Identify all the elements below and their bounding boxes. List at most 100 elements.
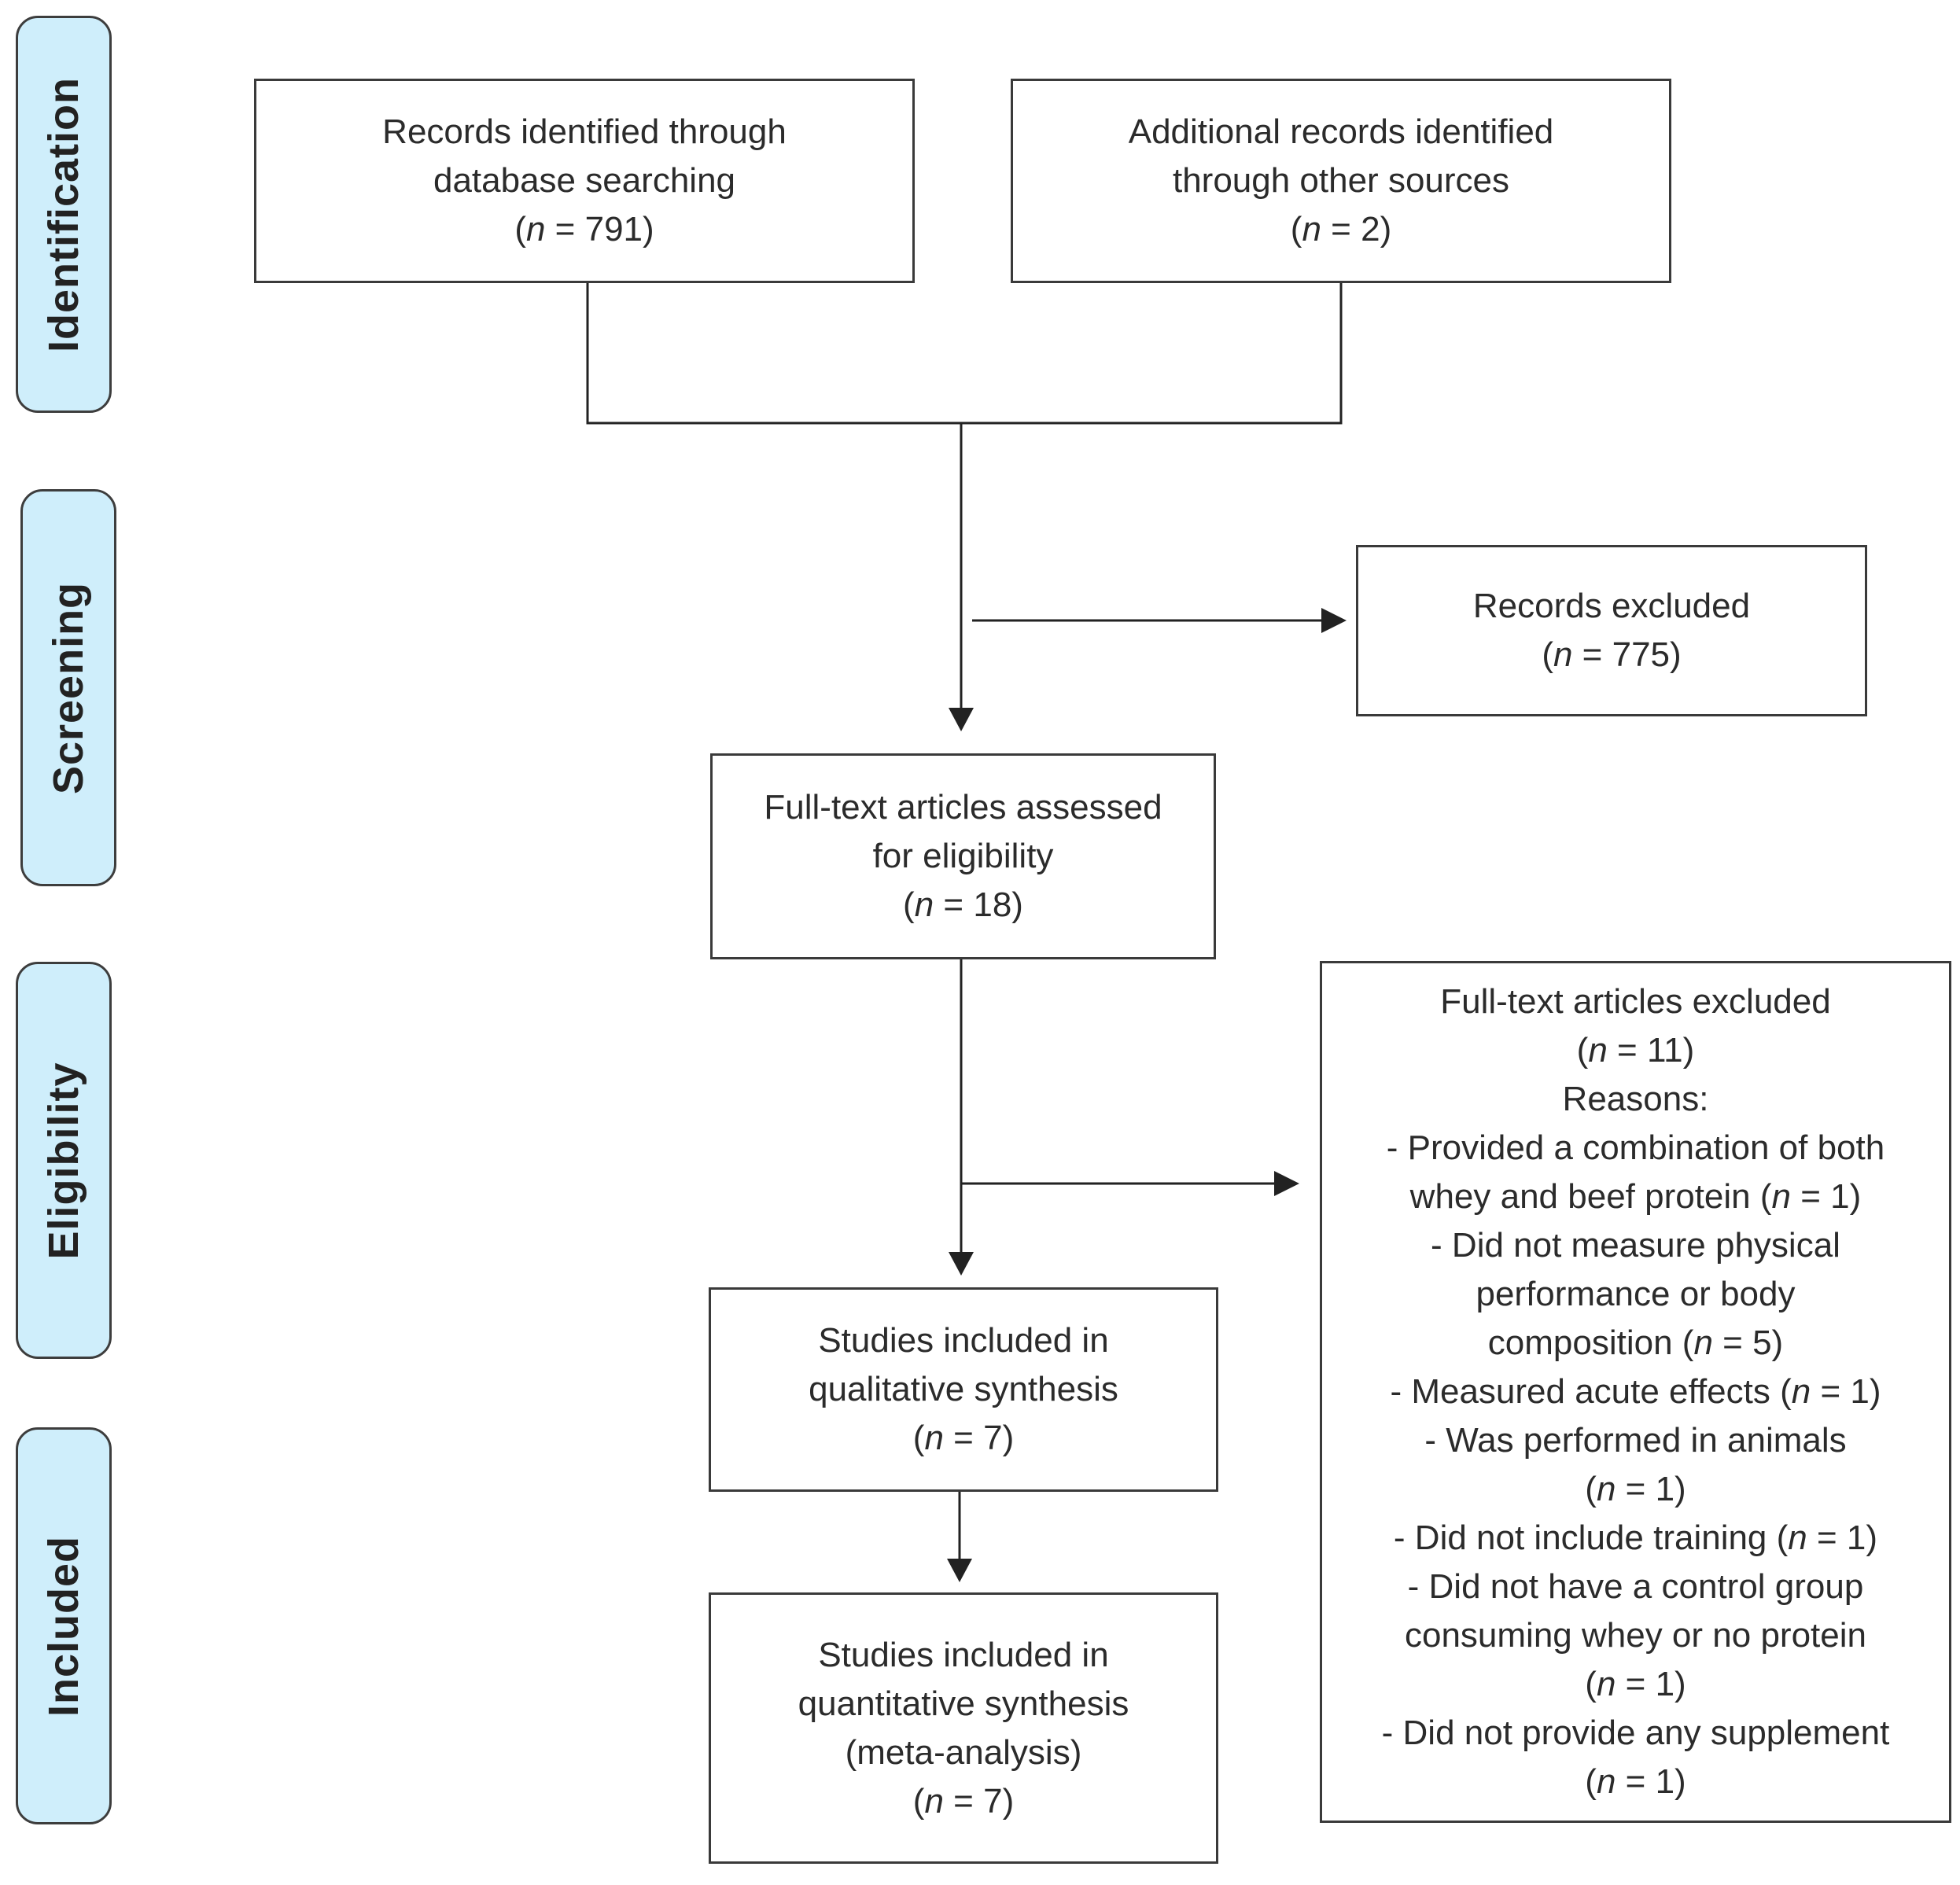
merge-connector [586,282,1343,425]
exclusion-text: composition ( [1487,1324,1694,1362]
exclusion-line: (n = 11) [1382,1026,1890,1075]
n-symbol: n [924,1781,944,1821]
phase-label-screening: Screening [45,581,92,794]
box-line: Additional records identified [1128,112,1554,151]
count-value: 18 [973,885,1012,924]
exclusion-line: (n = 1) [1382,1660,1890,1709]
n-symbol: n [1596,1470,1616,1508]
n-symbol: n [1596,1762,1616,1801]
exclusion-text: ( [1585,1665,1597,1703]
n-symbol: n [525,210,546,249]
n-symbol: n [1693,1324,1713,1362]
exclusion-line: Reasons: [1382,1075,1890,1124]
exclusion-text: Reasons: [1562,1080,1709,1118]
box-count: (n = 775) [1542,635,1682,674]
exclusion-text: consuming whey or no protein [1404,1616,1866,1655]
exclusion-line: whey and beef protein (n = 1) [1382,1173,1890,1221]
phase-included: Included [16,1427,112,1824]
exclusion-text: - Measured acute effects ( [1390,1372,1792,1411]
arrowhead-qualitative [949,1252,974,1276]
exclusion-text: - Did not measure physical [1431,1226,1840,1265]
box-line: (meta-analysis) [845,1732,1082,1772]
box-line: Records excluded [1472,587,1751,625]
exclusion-line: - Did not measure physical [1382,1221,1890,1270]
exclusion-text: ( [1576,1031,1589,1070]
exclusion-line: - Did not provide any supplement [1382,1709,1890,1758]
exclusion-count: = 1) [1791,1177,1862,1216]
exclusion-text: whey and beef protein ( [1409,1177,1772,1216]
phase-label-included: Included [40,1535,87,1717]
exclusion-text: ( [1585,1470,1597,1508]
box-line: Full-text articles assessed [764,788,1162,827]
box-quantitative-synthesis: Studies included in quantitative synthes… [709,1592,1218,1864]
arrowhead-quantitative [947,1559,972,1582]
n-symbol: n [924,1419,944,1457]
count-value: 775 [1612,635,1671,674]
exclusion-text: performance or body [1476,1275,1796,1313]
exclusion-count: = 1) [1616,1762,1686,1801]
box-count: (n = 7) [912,1419,1015,1457]
exclusion-count: = 1) [1807,1519,1878,1557]
exclusion-line: performance or body [1382,1270,1890,1319]
box-other-sources: Additional records identified through ot… [1011,79,1671,283]
exclusion-line: - Measured acute effects (n = 1) [1382,1368,1890,1416]
exclusion-count: = 5) [1712,1324,1784,1362]
box-qualitative-synthesis: Studies included in qualitative synthesi… [709,1287,1218,1492]
count-value: 791 [584,210,643,249]
exclusion-text: - Did not provide any supplement [1381,1714,1890,1752]
box-line: quantitative synthesis [798,1684,1129,1723]
exclusion-text: - Provided a combination of both [1386,1128,1885,1167]
exclusion-count: = 1) [1616,1470,1686,1508]
box-line: through other sources [1172,161,1510,200]
exclusion-text: - Did not have a control group [1407,1567,1864,1606]
phase-screening: Screening [20,489,116,886]
count-value: 7 [983,1419,1003,1457]
exclusion-line: composition (n = 5) [1382,1319,1890,1368]
exclusion-text: - Was performed in animals [1424,1421,1847,1460]
exclusion-text: Full-text articles excluded [1440,982,1831,1021]
n-symbol: n [1771,1177,1792,1216]
box-fulltext-excluded: Full-text articles excluded(n = 11)Reaso… [1320,961,1951,1823]
phase-eligibility: Eligibility [16,962,112,1359]
arrowhead-fulltext-assessed [949,708,974,731]
box-count: (n = 7) [912,1781,1015,1821]
box-line: Studies included in [818,1635,1109,1674]
box-count: (n = 2) [1290,210,1392,249]
phase-label-eligibility: Eligibility [40,1061,87,1260]
box-records-excluded: Records excluded (n = 775) [1356,545,1867,716]
box-line: qualitative synthesis [809,1370,1118,1408]
n-symbol: n [1302,210,1321,249]
n-symbol: n [1791,1372,1811,1411]
box-database-records: Records identified through database sear… [254,79,915,283]
n-symbol: n [914,885,934,924]
n-symbol: n [1553,635,1573,674]
arrowhead-records-excluded [1321,608,1347,633]
exclusion-line: (n = 1) [1382,1465,1890,1514]
arrowhead-fulltext-excluded [1274,1171,1299,1196]
exclusion-line: consuming whey or no protein [1382,1611,1890,1660]
exclusion-count: = 1) [1616,1665,1686,1703]
exclusion-count: = 11) [1607,1031,1695,1070]
exclusion-line: (n = 1) [1382,1758,1890,1806]
phase-identification: Identification [16,16,112,413]
count-value: 7 [983,1781,1003,1821]
exclusion-line: - Did not have a control group [1382,1563,1890,1611]
box-line: Studies included in [818,1321,1109,1360]
n-symbol: n [1788,1519,1807,1557]
exclusion-count: = 1) [1811,1372,1881,1411]
box-fulltext-assessed: Full-text articles assessed for eligibil… [710,753,1216,959]
box-line: Records identified through [382,112,787,151]
box-line: database searching [433,161,736,200]
exclusion-text: - Did not include training ( [1393,1519,1789,1557]
exclusion-line: - Was performed in animals [1382,1416,1890,1465]
box-count: (n = 791) [514,210,654,249]
box-count: (n = 18) [903,885,1023,924]
n-symbol: n [1596,1665,1616,1703]
exclusion-line: Full-text articles excluded [1382,977,1890,1026]
exclusion-line: - Provided a combination of both [1382,1124,1890,1173]
exclusion-line: - Did not include training (n = 1) [1382,1514,1890,1563]
box-line: for eligibility [872,837,1054,875]
phase-label-identification: Identification [40,76,87,352]
